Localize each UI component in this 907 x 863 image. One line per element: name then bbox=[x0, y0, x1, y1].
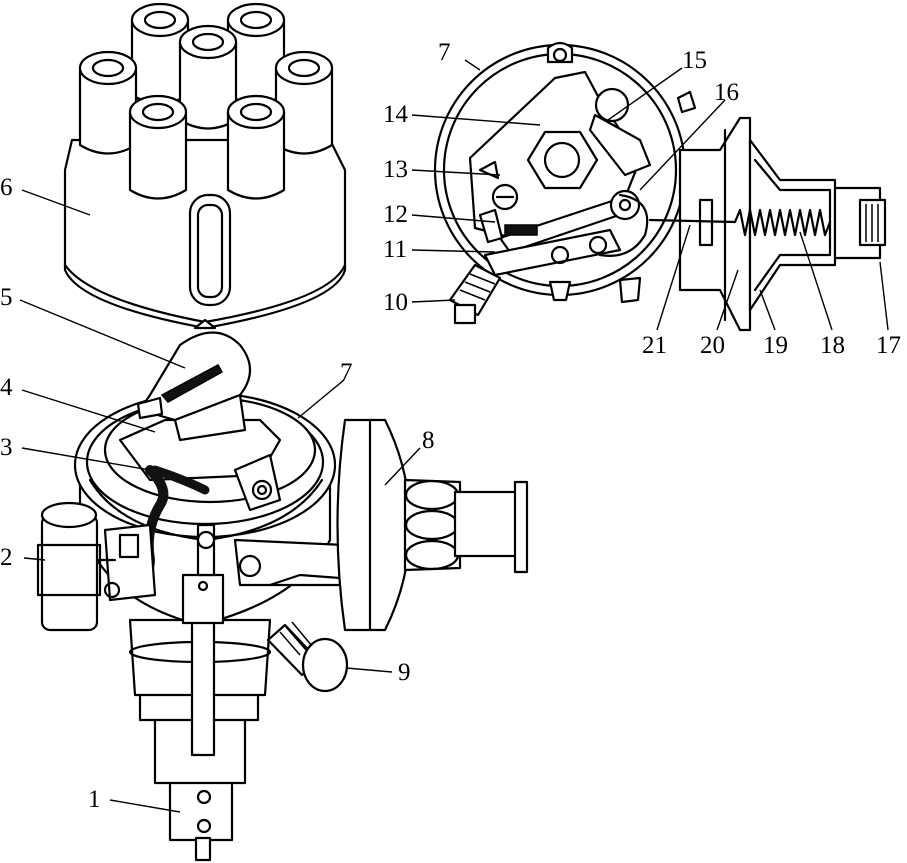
rotor bbox=[136, 331, 252, 442]
label-17: 17 bbox=[876, 332, 901, 359]
label-3: 3 bbox=[0, 434, 13, 461]
octane-adjuster-knob bbox=[266, 621, 349, 693]
label-4: 4 bbox=[0, 374, 13, 401]
label-2: 2 bbox=[0, 544, 13, 571]
vacuum-advance-unit bbox=[336, 418, 529, 632]
label-21: 21 bbox=[642, 332, 667, 359]
part-number-labels: 6 5 4 3 2 1 7 8 9 7 14 13 12 11 10 15 16… bbox=[0, 39, 901, 813]
label-11: 11 bbox=[383, 236, 407, 263]
label-1: 1 bbox=[88, 786, 101, 813]
label-14: 14 bbox=[383, 101, 409, 128]
distributor-cap bbox=[63, 2, 347, 330]
label-5: 5 bbox=[0, 284, 13, 311]
label-9: 9 bbox=[398, 659, 411, 686]
breaker-plate-section bbox=[433, 41, 887, 332]
label-20: 20 bbox=[700, 332, 725, 359]
condenser bbox=[36, 501, 117, 632]
leader-lines bbox=[19, 59, 889, 813]
label-16: 16 bbox=[714, 79, 739, 106]
label-6: 6 bbox=[0, 174, 13, 201]
label-13: 13 bbox=[383, 156, 408, 183]
label-7-lower: 7 bbox=[340, 359, 353, 386]
label-19: 19 bbox=[763, 332, 788, 359]
label-15: 15 bbox=[682, 47, 707, 74]
terminal-screw bbox=[448, 263, 502, 325]
label-8: 8 bbox=[422, 427, 435, 454]
label-18: 18 bbox=[820, 332, 845, 359]
label-7-upper: 7 bbox=[438, 39, 451, 66]
distributor-body bbox=[36, 331, 529, 862]
label-10: 10 bbox=[383, 289, 408, 316]
cap-towers bbox=[78, 2, 334, 200]
label-12: 12 bbox=[383, 201, 408, 228]
